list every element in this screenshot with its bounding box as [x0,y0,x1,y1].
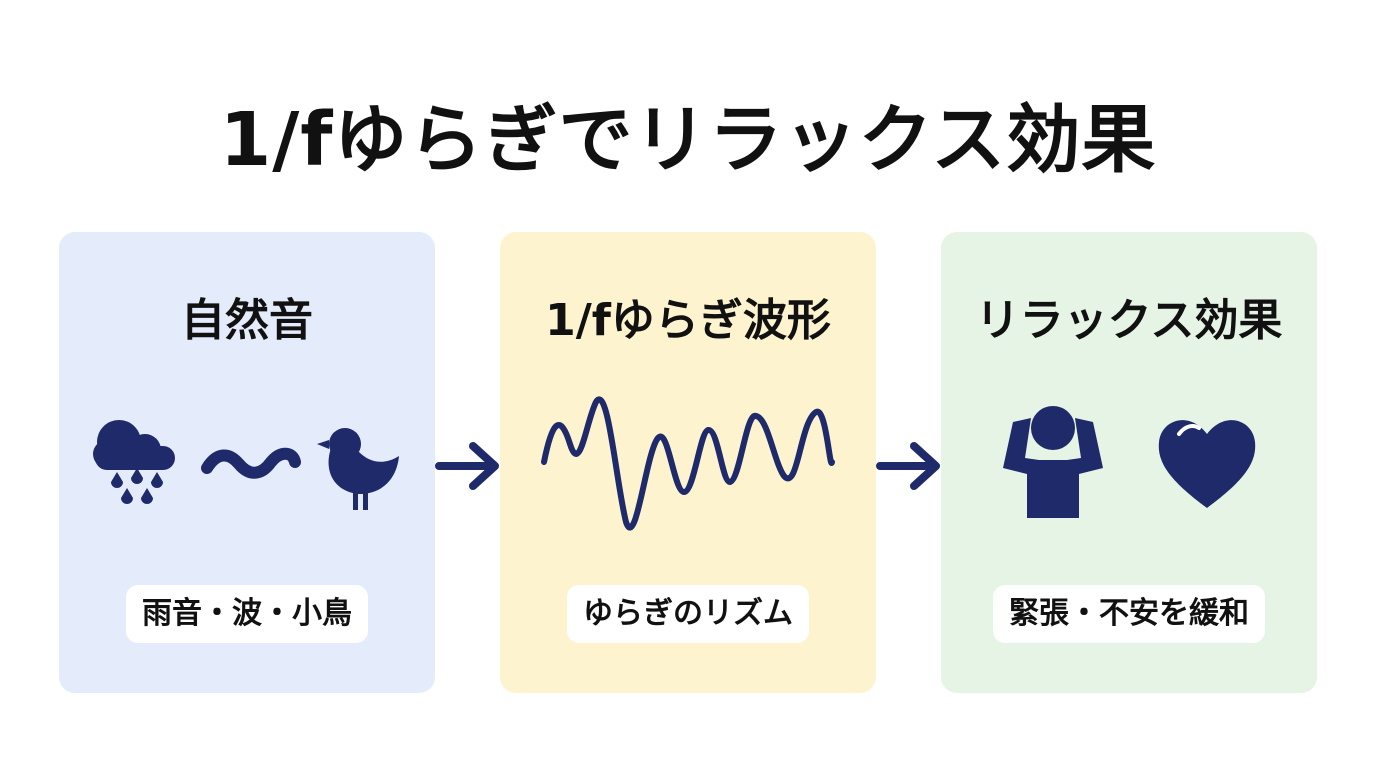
bird-icon [317,428,399,510]
heart-highlight [1177,424,1201,436]
panel-nature-sounds: 自然音 雨音・波・小鳥 [59,232,435,693]
panel-title-nature-sounds: 自然音 [181,295,313,346]
fluctuation-waveform-icon [541,396,835,531]
arrow-right-icon [435,442,499,490]
nature-icons [93,420,399,510]
relax-icons [1003,406,1256,518]
heart-icon [1158,420,1256,508]
panel-label-relax-effect: 緊張・不安を緩和 [993,585,1265,643]
panel-label-nature-sounds: 雨音・波・小鳥 [126,585,368,643]
rain-cloud-icon [93,420,175,504]
panel-title-relax-effect: リラックス効果 [975,295,1283,346]
panel-title-fluctuation-waveform: 1/fゆらぎ波形 [545,295,831,346]
relaxed-person-icon [1003,406,1103,518]
arrow-right-icon [876,442,940,490]
panel-fluctuation-waveform: 1/fゆらぎ波形 ゆらぎのリズム [500,232,876,693]
panel-relax-effect: リラックス効果 緊張・不安を緩和 [941,232,1317,693]
wave-icon [201,447,301,479]
page-title: 1/fゆらぎでリラックス効果 [219,97,1157,183]
panel-label-fluctuation-waveform: ゆらぎのリズム [567,585,809,643]
